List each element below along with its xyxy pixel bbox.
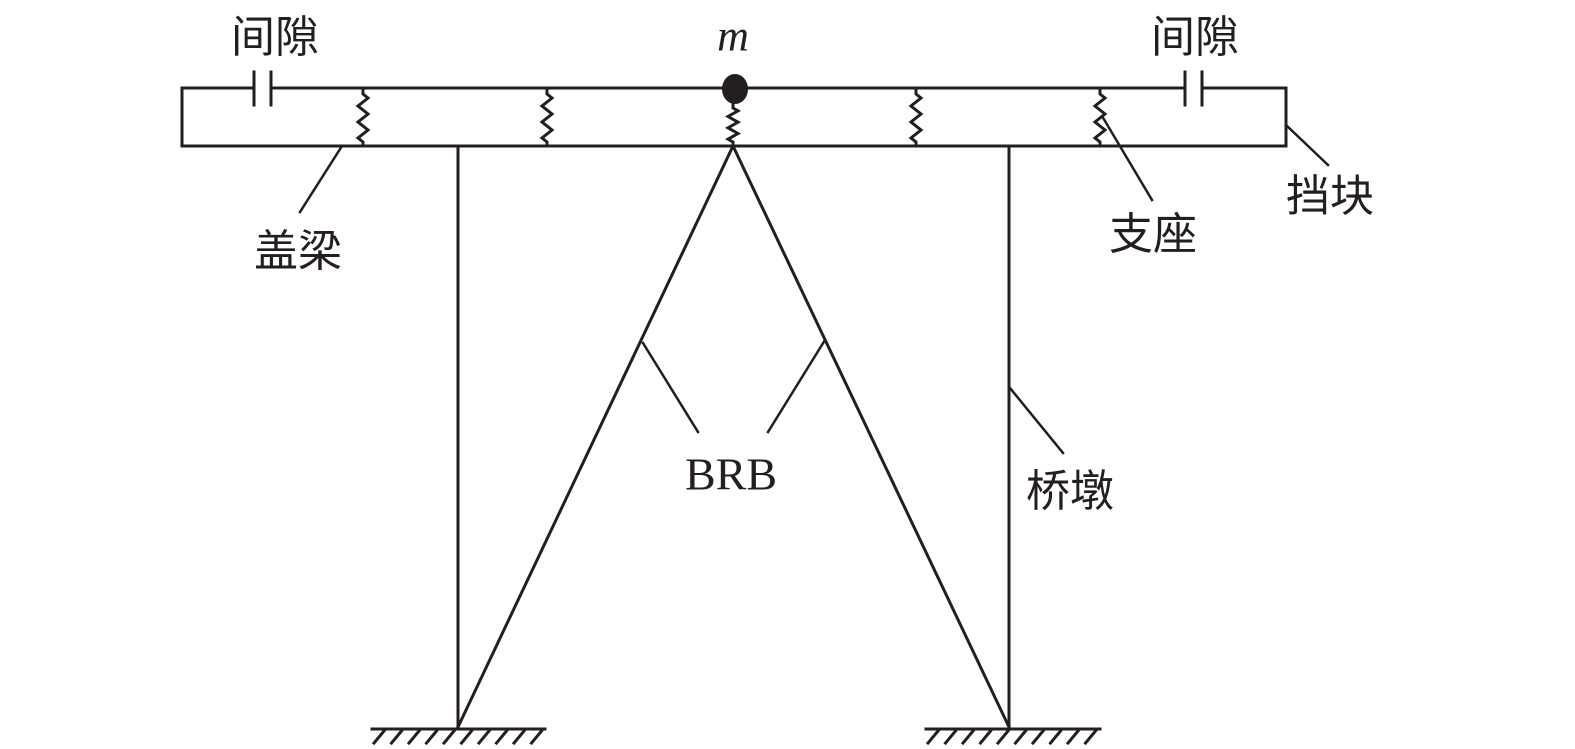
brb-left [456, 144, 735, 729]
spring-icon [355, 88, 371, 148]
hatch-mark [1013, 728, 1028, 746]
hatch-mark [371, 728, 387, 746]
hatch-mark [494, 728, 509, 746]
spring-icon [539, 88, 555, 148]
bearing-springs [355, 88, 1108, 148]
cap-beam-label: 盖梁 [254, 226, 342, 277]
shear-key-label: 挡块 [1286, 171, 1374, 222]
spring-icon [908, 88, 924, 148]
gap-right-label: 间隙 [1151, 12, 1239, 63]
spring-icon [724, 102, 742, 148]
ground-hatch [371, 728, 1098, 746]
gap-left-label: 间隙 [231, 12, 319, 63]
spring-icon [1092, 88, 1108, 148]
mass-label: m [717, 11, 749, 61]
hatch-mark [529, 728, 544, 746]
hatch-mark [406, 728, 422, 746]
brb-right [731, 144, 1011, 729]
hatch-mark [943, 728, 958, 746]
hatch-mark [476, 728, 492, 746]
gap-right [1183, 70, 1204, 107]
hatch-mark [1065, 728, 1081, 746]
mass-icon [722, 74, 748, 104]
hatch-mark [1048, 728, 1063, 746]
hatch-mark [925, 728, 941, 746]
hatch-mark [1083, 728, 1098, 746]
hatch-mark [389, 728, 404, 746]
bearing-label: 支座 [1109, 209, 1197, 260]
hatch-mark [459, 728, 474, 746]
leader-lines [298, 114, 1330, 455]
hatch-mark [1030, 728, 1046, 746]
hatch-mark [441, 728, 457, 746]
gap-left [252, 70, 273, 107]
pier-label: 桥墩 [1026, 466, 1114, 517]
hatch-mark [978, 728, 993, 746]
hatch-mark [511, 728, 527, 746]
hatch-mark [960, 728, 976, 746]
brb-label: BRB [684, 448, 778, 500]
hatch-mark [424, 728, 439, 746]
hatch-mark [995, 728, 1011, 746]
